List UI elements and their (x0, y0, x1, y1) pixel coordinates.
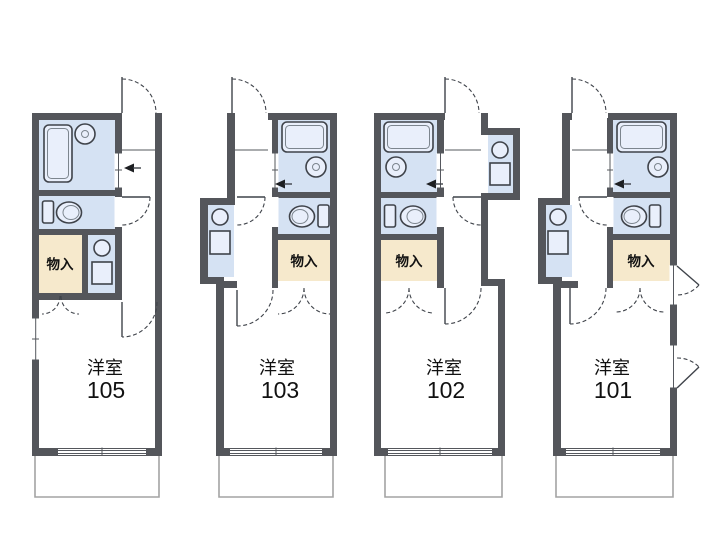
toilet-door-arc (121, 196, 151, 226)
direction-arrow (426, 179, 443, 189)
room-door-arc (569, 287, 607, 325)
balcony (218, 456, 334, 498)
toilet-door-arc (452, 196, 482, 226)
toilet-door-arc (236, 196, 266, 226)
closet-label: 物入 (628, 253, 656, 269)
closet-area (39, 235, 82, 293)
closet-door-arcs (383, 287, 435, 314)
toilet (620, 204, 662, 228)
room-label: 洋室 (259, 358, 295, 378)
entrance-door-arc (444, 78, 480, 114)
sliding-door (388, 447, 492, 455)
room-door-arc (121, 301, 158, 338)
kitchen-sink (91, 239, 113, 285)
kitchen-sink (489, 141, 511, 186)
wash-basin (74, 123, 96, 145)
room-label: 洋室 (426, 358, 462, 378)
walls (538, 113, 677, 456)
walls (200, 113, 337, 456)
room-number-label: 105 (87, 377, 125, 403)
unit-105-plan: 洋室 105 物入 (31, 77, 162, 498)
closet-label: 物入 (291, 253, 318, 269)
bath-door-panel (115, 152, 122, 189)
room-number-label: 101 (594, 377, 632, 403)
closet-label: 物入 (396, 253, 423, 269)
bath-door-panel (607, 152, 613, 189)
room-number-label: 102 (427, 377, 465, 403)
closet-label: 物入 (47, 256, 74, 272)
wash-basin (305, 156, 327, 178)
sliding-door (58, 447, 146, 455)
bath-door-panel (272, 152, 278, 189)
walls (374, 113, 520, 456)
kitchen-sink (209, 208, 231, 255)
room-number-label: 103 (261, 377, 299, 403)
bathtub (281, 121, 328, 153)
balcony (555, 456, 674, 498)
room-door-arc (236, 289, 274, 327)
closet-door-arcs (277, 287, 331, 315)
toilet (288, 204, 330, 228)
closet-door-arcs (615, 287, 665, 313)
entrance-door-arc (121, 78, 157, 114)
toilet-door-opening (436, 197, 445, 227)
toilet (41, 200, 83, 224)
unit-103-plan: 洋室 103 物入 (200, 77, 337, 498)
direction-arrow (124, 163, 141, 173)
toilet-door-arc (578, 196, 608, 226)
room-label: 洋室 (87, 358, 123, 378)
direction-arrow (614, 179, 631, 189)
closet-door-arcs (41, 295, 80, 315)
window-upper (670, 264, 677, 306)
wash-basin (647, 156, 669, 178)
unit-101-plan: 洋室 101 物入 (538, 77, 700, 498)
bath-door-panel (437, 152, 444, 189)
balcony (384, 456, 503, 498)
window-lower (670, 344, 677, 389)
room-label: 洋室 (594, 358, 630, 378)
window (32, 317, 39, 361)
sliding-door (566, 447, 660, 455)
entrance-door-arc (231, 78, 267, 114)
closet-area (381, 240, 437, 281)
closet-area (613, 240, 670, 281)
casement-window-lower (676, 357, 700, 389)
bathtub (43, 124, 73, 183)
casement-window-upper (676, 265, 700, 296)
kitchen-sink (547, 208, 569, 255)
entrance-door-arc (571, 78, 607, 114)
balcony (34, 456, 160, 498)
bathtub (616, 121, 667, 153)
toilet-door-opening (271, 197, 279, 227)
toilet-door-opening (606, 197, 614, 227)
direction-arrow (275, 179, 292, 189)
room-door-arc (444, 287, 482, 325)
bathtub (383, 121, 434, 153)
sliding-door (230, 447, 322, 455)
wash-basin (385, 156, 407, 178)
toilet (383, 204, 427, 228)
closet-area (278, 240, 330, 281)
toilet-door-opening (114, 197, 123, 227)
unit-102-plan: 洋室 102 物入 (374, 77, 520, 498)
